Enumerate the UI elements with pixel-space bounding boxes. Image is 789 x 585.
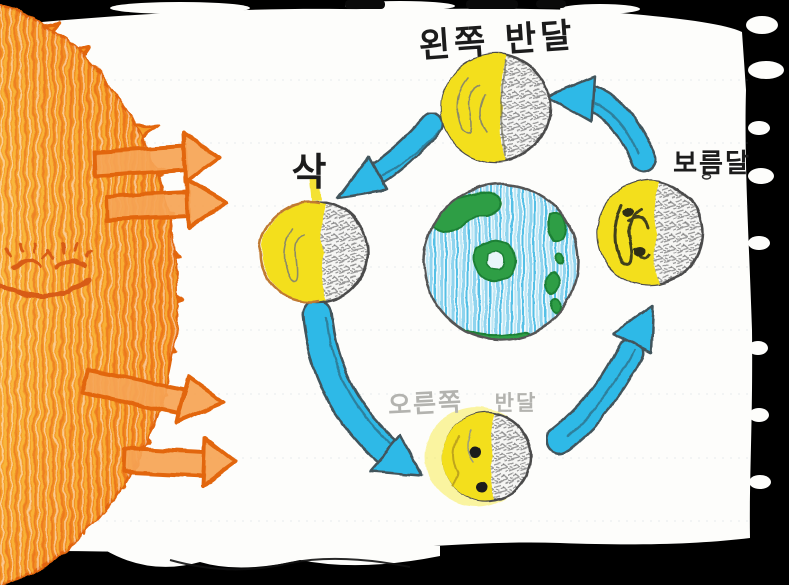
cycle-arrows <box>301 74 657 477</box>
sunlight-arrow-3 <box>80 368 226 424</box>
cycle-arrow-right-to-top <box>544 74 657 174</box>
moon-bottom-label-part2: 반달 <box>495 391 538 415</box>
sunlight-arrow-1 <box>92 132 222 184</box>
cycle-arrow-left-to-bottom <box>301 298 424 477</box>
moon-bottom-dot-1 <box>468 446 480 458</box>
moon-bottom <box>425 407 533 507</box>
sunlight-arrows <box>80 132 238 488</box>
sun-face <box>0 242 94 299</box>
moon-left-lit-half <box>262 201 326 302</box>
moon-left-label: 삭 <box>292 150 327 194</box>
paper-bottom-scribble <box>169 557 411 571</box>
cycle-arrow-bottom-to-right <box>545 304 655 455</box>
sun-smile <box>0 277 93 299</box>
moon-bottom-label-part1: 오른쪽 <box>387 387 463 420</box>
moon-top-lit-half <box>441 54 506 163</box>
moon-bottom-dot-2 <box>476 481 488 493</box>
moon-left-yellow-tick <box>310 176 322 201</box>
moon-right-label: 보름달 <box>673 149 751 179</box>
cycle-arrow-top-to-left <box>336 111 445 200</box>
small-doodle <box>702 172 712 180</box>
sun-right-eye-lashes <box>47 242 94 260</box>
paper-torn-edge-tabs <box>110 1 784 489</box>
sun-left-eye-lashes <box>5 242 51 260</box>
top-edge-nicks <box>345 0 566 9</box>
sunlight-arrow-4 <box>121 436 238 488</box>
moon-left-outline <box>258 200 321 304</box>
moon-left <box>258 176 370 304</box>
moon-right <box>596 172 712 287</box>
paper-bottom-flourish <box>105 546 440 568</box>
sunlight-arrow-2 <box>104 178 228 230</box>
earth <box>422 182 580 342</box>
moon-top <box>440 52 552 164</box>
